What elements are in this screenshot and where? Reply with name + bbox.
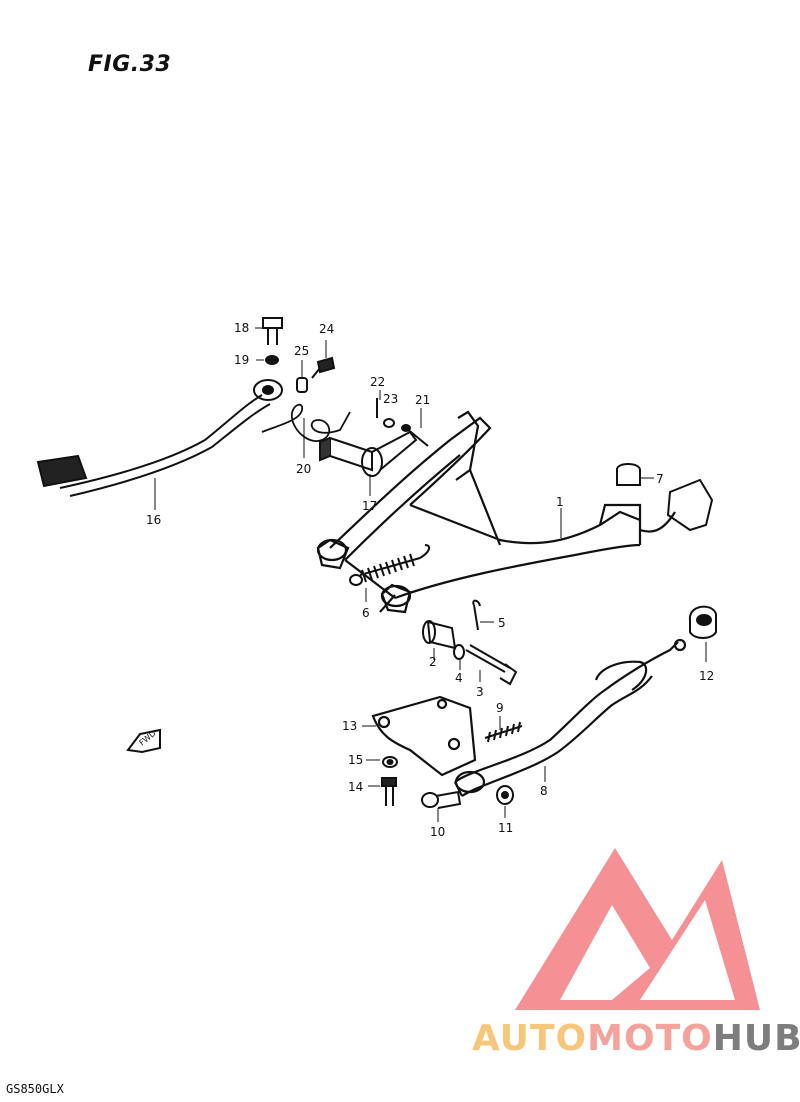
washer-23 <box>383 418 395 428</box>
pivot-collar-2 <box>422 620 457 650</box>
callout-23: 23 <box>383 392 398 406</box>
rubber-cap-12 <box>688 605 717 639</box>
figure-title: FIG.33 <box>88 52 172 77</box>
rubber-stopper-7 <box>616 463 641 486</box>
watermark-logo <box>515 848 760 1010</box>
callout-3: 3 <box>476 685 484 699</box>
watermark-auto: AUTO <box>472 1018 588 1059</box>
nut-19 <box>265 355 279 365</box>
callout-17: 17 <box>362 499 377 513</box>
pivot-bolt-3 <box>465 644 518 686</box>
nut-11 <box>496 785 514 805</box>
callout-19: 19 <box>234 353 249 367</box>
center-stand-1 <box>316 410 676 614</box>
side-stand-spring-9 <box>484 721 523 743</box>
pin-21 <box>401 424 429 447</box>
bolt-18 <box>262 317 283 345</box>
model-code: GS850GLX <box>6 1082 64 1096</box>
side-stand-8 <box>454 638 687 797</box>
pivot-bolt-10 <box>421 790 462 809</box>
callout-9: 9 <box>496 701 504 715</box>
callout-6: 6 <box>362 606 370 620</box>
watermark-moto: MOTO <box>587 1018 713 1059</box>
callout-2: 2 <box>429 655 437 669</box>
callout-11: 11 <box>498 821 513 835</box>
callout-13: 13 <box>342 719 357 733</box>
callout-21: 21 <box>415 393 430 407</box>
cotter-pin-5 <box>472 599 481 631</box>
stand-bracket-13 <box>371 695 477 777</box>
collar-25 <box>296 377 308 393</box>
callout-14: 14 <box>348 780 363 794</box>
stand-spring-6 <box>349 544 431 586</box>
pedal-shaft-17 <box>319 430 418 477</box>
callout-22: 22 <box>370 375 385 389</box>
callout-12: 12 <box>699 669 714 683</box>
front-direction-arrow: FWD <box>126 729 161 754</box>
bolt-24 <box>311 356 336 379</box>
callout-15: 15 <box>348 753 363 767</box>
callout-25: 25 <box>294 344 309 358</box>
callout-8: 8 <box>540 784 548 798</box>
callout-16: 16 <box>146 513 161 527</box>
watermark-text: AUTOMOTOHUB <box>472 1018 800 1059</box>
callout-4: 4 <box>455 671 463 685</box>
washer-4 <box>453 644 465 660</box>
callout-10: 10 <box>430 825 445 839</box>
callout-7: 7 <box>656 472 664 486</box>
callout-1: 1 <box>556 495 564 509</box>
watermark-hub: HUB <box>712 1018 800 1059</box>
callout-20: 20 <box>296 462 311 476</box>
brake-pedal-16 <box>36 379 283 497</box>
callout-24: 24 <box>319 322 334 336</box>
bolt-14 <box>381 777 397 806</box>
callout-5: 5 <box>498 616 506 630</box>
return-spring-20 <box>261 403 351 442</box>
washer-15 <box>382 756 398 768</box>
callout-numbers: 1 2 3 4 5 6 7 8 9 10 11 12 13 14 15 16 1… <box>146 321 714 839</box>
stand-foot <box>666 478 714 532</box>
callout-18: 18 <box>234 321 249 335</box>
leader-lines <box>154 327 707 822</box>
